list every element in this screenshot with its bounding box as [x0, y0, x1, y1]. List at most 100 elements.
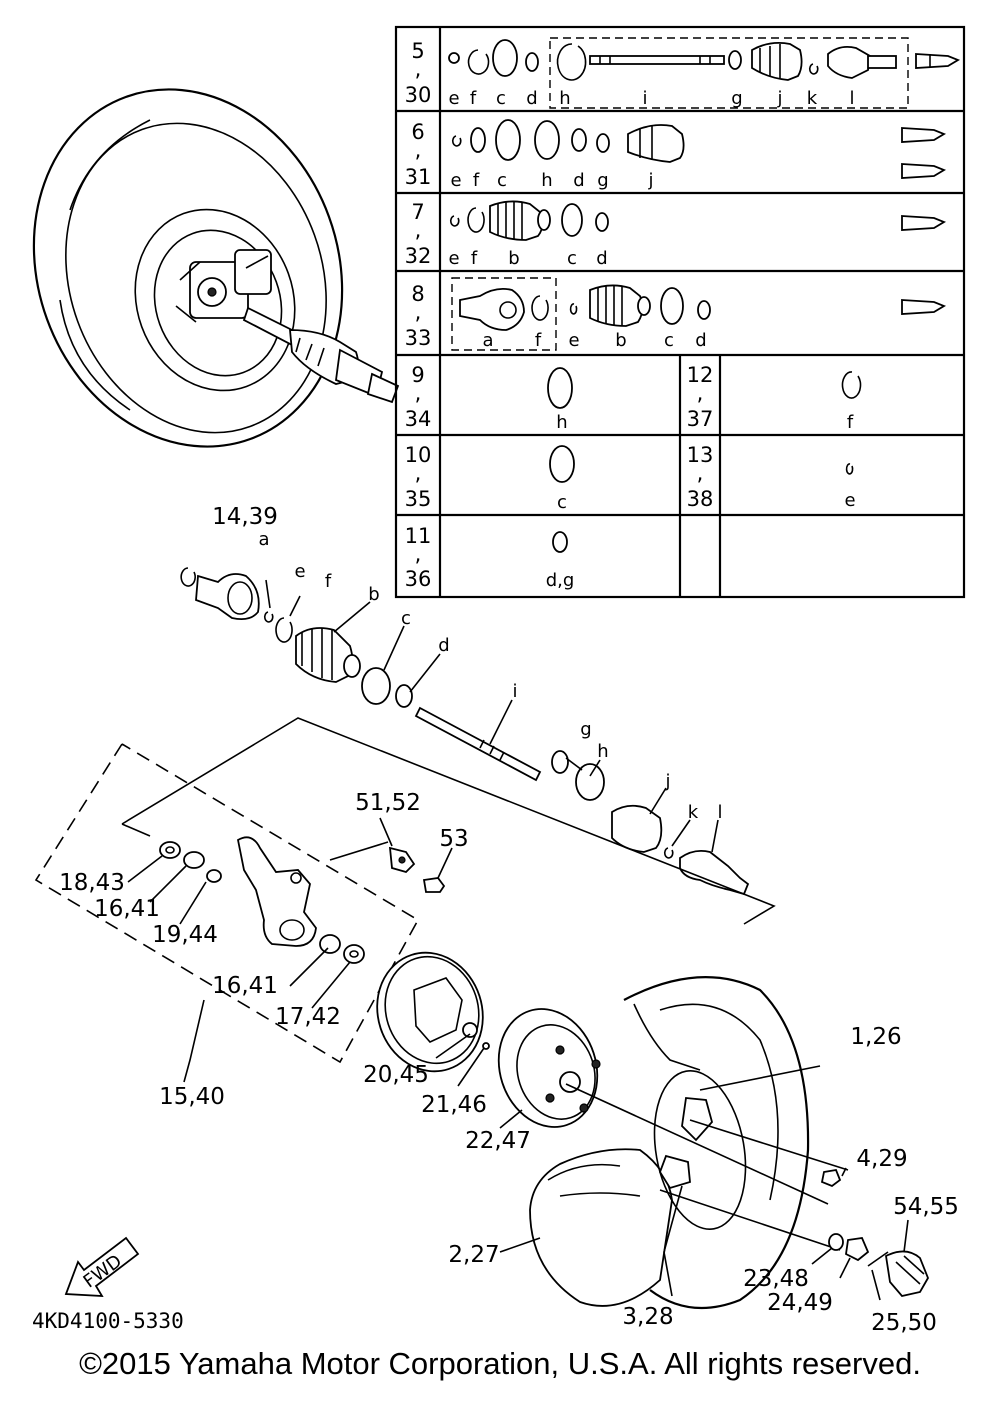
- row5-letter-k: k: [807, 88, 818, 109]
- part-label-51-52: 51,52: [355, 790, 421, 816]
- row6-letter-h: h: [541, 170, 552, 191]
- upper-wheel-illustration: [32, 88, 400, 448]
- part-label-20-45: 20,45: [363, 1062, 429, 1088]
- table-row-13-sep: ,: [697, 461, 704, 485]
- part-label-54-55: 54,55: [893, 1194, 959, 1220]
- part-label-1-26: 1,26: [850, 1024, 901, 1050]
- shaft-letter-j: j: [664, 771, 670, 792]
- part-label-2-27: 2,27: [448, 1242, 499, 1268]
- table-row-13-bottom: 38: [687, 487, 714, 511]
- shaft-letter-e: e: [294, 561, 305, 582]
- fwd-arrow-icon: FWD: [64, 1236, 140, 1297]
- part-label-16-41-a: 16,41: [94, 896, 160, 922]
- row5-letter-h: h: [559, 88, 570, 109]
- part-label-16-41-b: 16,41: [212, 973, 278, 999]
- row8-letter-c: c: [664, 330, 674, 351]
- shaft-letter-f: f: [325, 571, 332, 592]
- row6-letter-f: f: [473, 170, 480, 191]
- table-row-10-bottom: 35: [405, 487, 432, 511]
- row11-letter-dg: d,g: [546, 570, 575, 591]
- row6-letter-g: g: [597, 170, 608, 191]
- part-label-4-29: 4,29: [856, 1146, 907, 1172]
- row7-letter-d: d: [596, 248, 607, 269]
- knuckle-group: [34, 717, 776, 1083]
- row8-parts: [459, 284, 947, 331]
- row5-letter-d: d: [526, 88, 537, 109]
- row7-letter-b: b: [508, 248, 519, 269]
- row8-letter-f: f: [535, 330, 542, 351]
- row8-letter-b: b: [615, 330, 626, 351]
- table-row-10-top: 10: [405, 443, 432, 467]
- table-row-10-sep: ,: [415, 461, 422, 485]
- part-label-23-48: 23,48: [743, 1266, 809, 1292]
- row6-parts: [451, 119, 947, 179]
- part-label-19-44: 19,44: [152, 922, 218, 948]
- table-row-8-bottom: 33: [405, 326, 432, 350]
- table-row-6-bottom: 31: [405, 165, 432, 189]
- shaft-letter-a: a: [258, 529, 269, 550]
- row5-letter-c: c: [496, 88, 506, 109]
- shaft-letter-c: c: [401, 608, 411, 629]
- row5-letter-g: g: [731, 88, 742, 109]
- shaft-letter-i: i: [512, 681, 517, 702]
- part-label-21-46: 21,46: [421, 1092, 487, 1118]
- row5-letter-f: f: [470, 88, 477, 109]
- part-label-18-43: 18,43: [59, 870, 125, 896]
- table-row-8-sep: ,: [415, 300, 422, 324]
- table-row-11-top: 11: [405, 524, 432, 548]
- part-label-14-39: 14,39: [212, 504, 278, 530]
- row5-parts: [448, 39, 961, 81]
- table-row-7-sep: ,: [415, 218, 422, 242]
- table-row-7-bottom: 32: [405, 244, 432, 268]
- part-label-25-50: 25,50: [871, 1310, 937, 1336]
- row8-letter-a: a: [482, 330, 493, 351]
- table-row-5-top: 5: [411, 39, 424, 63]
- shaft-letter-g: g: [580, 719, 591, 740]
- row5-letter-j: j: [776, 88, 782, 109]
- table-row-12-sep: ,: [697, 381, 704, 405]
- disc-and-hub: [376, 951, 829, 1205]
- row6-letter-e: e: [450, 170, 461, 191]
- shaft-letter-h: h: [597, 741, 608, 762]
- row5-letter-i: i: [642, 88, 647, 109]
- row9-letter-h: h: [556, 412, 567, 433]
- row5-letter-l: l: [849, 88, 854, 109]
- row6-letter-d: d: [573, 170, 584, 191]
- exploded-driveshaft: [180, 567, 750, 896]
- row7-letter-f: f: [471, 248, 478, 269]
- diagram-code: 4KD4100-5330: [32, 1309, 184, 1333]
- shaft-letter-l: l: [717, 802, 722, 823]
- row10-letter-c: c: [557, 492, 567, 513]
- table-row-9-top: 9: [411, 363, 424, 387]
- part-label-17-42: 17,42: [275, 1004, 341, 1030]
- table-row-11-bottom: 36: [405, 567, 432, 591]
- table-row-6-top: 6: [411, 120, 424, 144]
- row5-letter-e: e: [448, 88, 459, 109]
- row7-parts: [449, 200, 947, 241]
- part-label-22-47: 22,47: [465, 1128, 531, 1154]
- table-row-7-top: 7: [411, 200, 424, 224]
- table-row-6-sep: ,: [415, 138, 422, 162]
- table-row-5-sep: ,: [415, 57, 422, 81]
- part-label-24-49: 24,49: [767, 1290, 833, 1316]
- table-row-12-top: 12: [687, 363, 714, 387]
- copyright-notice: ©2015 Yamaha Motor Corporation, U.S.A. A…: [79, 1346, 921, 1381]
- part-label-15-40: 15,40: [159, 1084, 225, 1110]
- table-row-9-sep: ,: [415, 381, 422, 405]
- row6-letter-j: j: [647, 170, 653, 191]
- table-row-5-bottom: 30: [405, 83, 432, 107]
- row6-letter-c: c: [497, 170, 507, 191]
- lower-wheel-illustration: [499, 976, 929, 1310]
- shaft-letter-b: b: [368, 584, 379, 605]
- row8-letter-d: d: [695, 330, 706, 351]
- shaft-letter-d: d: [438, 635, 449, 656]
- part-label-53: 53: [439, 826, 468, 852]
- row13-letter-e: e: [844, 490, 855, 511]
- table-row-13-top: 13: [687, 443, 714, 467]
- shaft-letter-k: k: [688, 802, 699, 823]
- table-row-8-top: 8: [411, 282, 424, 306]
- table-row-11-sep: ,: [415, 542, 422, 566]
- row7-letter-e: e: [448, 248, 459, 269]
- row7-letter-c: c: [567, 248, 577, 269]
